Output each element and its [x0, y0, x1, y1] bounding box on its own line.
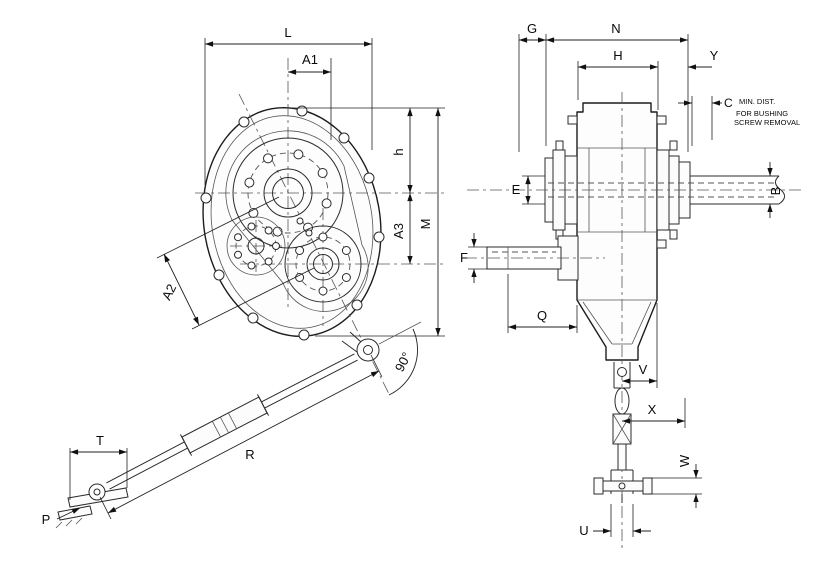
dim-F: F [460, 233, 487, 283]
dim-label-q: Q [537, 308, 547, 323]
dim-label-angle: 90° [392, 350, 414, 374]
front-view: L A1 h A3 M A2 [42, 25, 445, 529]
dim-E: E [512, 175, 545, 205]
gear-case-details [567, 115, 667, 345]
dim-label-t: T [96, 433, 104, 448]
dim-h: h [278, 107, 445, 193]
dim-label-r: R [245, 447, 254, 462]
dim-A2: A2 [156, 196, 315, 330]
dim-label-h-side: H [613, 48, 622, 63]
side-view: G N H Y C MIN. DIST. FOR BUSHING SCREW R… [460, 21, 802, 548]
chain-bolt [593, 477, 653, 503]
dim-H: H [577, 48, 659, 110]
dim-label-n: N [611, 21, 620, 36]
dim-label-v: V [639, 362, 648, 377]
centerlines-side [465, 92, 802, 548]
housing-outline [202, 107, 382, 337]
dim-label-a2: A2 [159, 282, 179, 303]
dim-Q: Q [507, 274, 578, 333]
dim-label-h: h [391, 148, 406, 155]
dim-label-a3: A3 [391, 223, 406, 239]
anchor-bracket [55, 483, 129, 529]
dim-A1: A1 [288, 52, 332, 140]
torque-arm [106, 353, 358, 490]
dim-R: R [99, 354, 383, 520]
dim-angle-90: 90° [378, 321, 422, 396]
c-note-min-dist: MIN. DIST. [739, 97, 775, 106]
dim-N: N [546, 21, 689, 152]
torque-arm-lug [341, 331, 380, 362]
dim-label-b: B [768, 187, 783, 196]
housing-inner-line [210, 115, 374, 329]
c-note-line2: SCREW REMOVAL [734, 118, 800, 127]
mid-bolt-pattern [226, 216, 313, 276]
dim-label-a1: A1 [302, 52, 318, 67]
torque-chain [593, 362, 653, 503]
turnbuckle [179, 394, 270, 456]
dim-label-u: U [579, 523, 588, 538]
dim-L: L [204, 25, 373, 185]
dim-label-f: F [460, 250, 468, 265]
dim-label-g: G [527, 21, 537, 36]
dim-V: V [622, 303, 658, 388]
perimeter-bolt-holes [200, 105, 385, 341]
dim-G: G [518, 21, 547, 152]
dim-U: U [579, 504, 651, 538]
dim-A3: A3 [391, 193, 413, 264]
dim-label-e: E [512, 182, 521, 197]
output-flange [284, 225, 362, 303]
dim-M: M [315, 108, 445, 337]
dim-Y: Y [688, 48, 719, 70]
dim-label-y: Y [710, 48, 719, 63]
output-shaft [548, 175, 785, 205]
dim-label-l: L [284, 25, 291, 40]
dim-label-c: C [724, 96, 733, 110]
dim-W: W [650, 454, 702, 508]
housing-boss-contour [225, 130, 369, 312]
dim-label-x: X [648, 402, 657, 417]
gear-case [576, 102, 658, 361]
ground-hatch [55, 517, 83, 529]
dim-X: X [622, 398, 686, 428]
dim-label-m: M [418, 219, 433, 230]
dim-B: B [767, 162, 783, 218]
dim-P: P [42, 507, 81, 527]
c-note-line1: FOR BUSHING [736, 109, 788, 118]
output-flange-bolt-holes [295, 232, 351, 296]
shaft-break-line [775, 175, 785, 205]
dim-label-w: W [677, 454, 692, 467]
dim-C: C MIN. DIST. FOR BUSHING SCREW REMOVAL [678, 96, 800, 146]
dim-label-p: P [42, 512, 51, 527]
